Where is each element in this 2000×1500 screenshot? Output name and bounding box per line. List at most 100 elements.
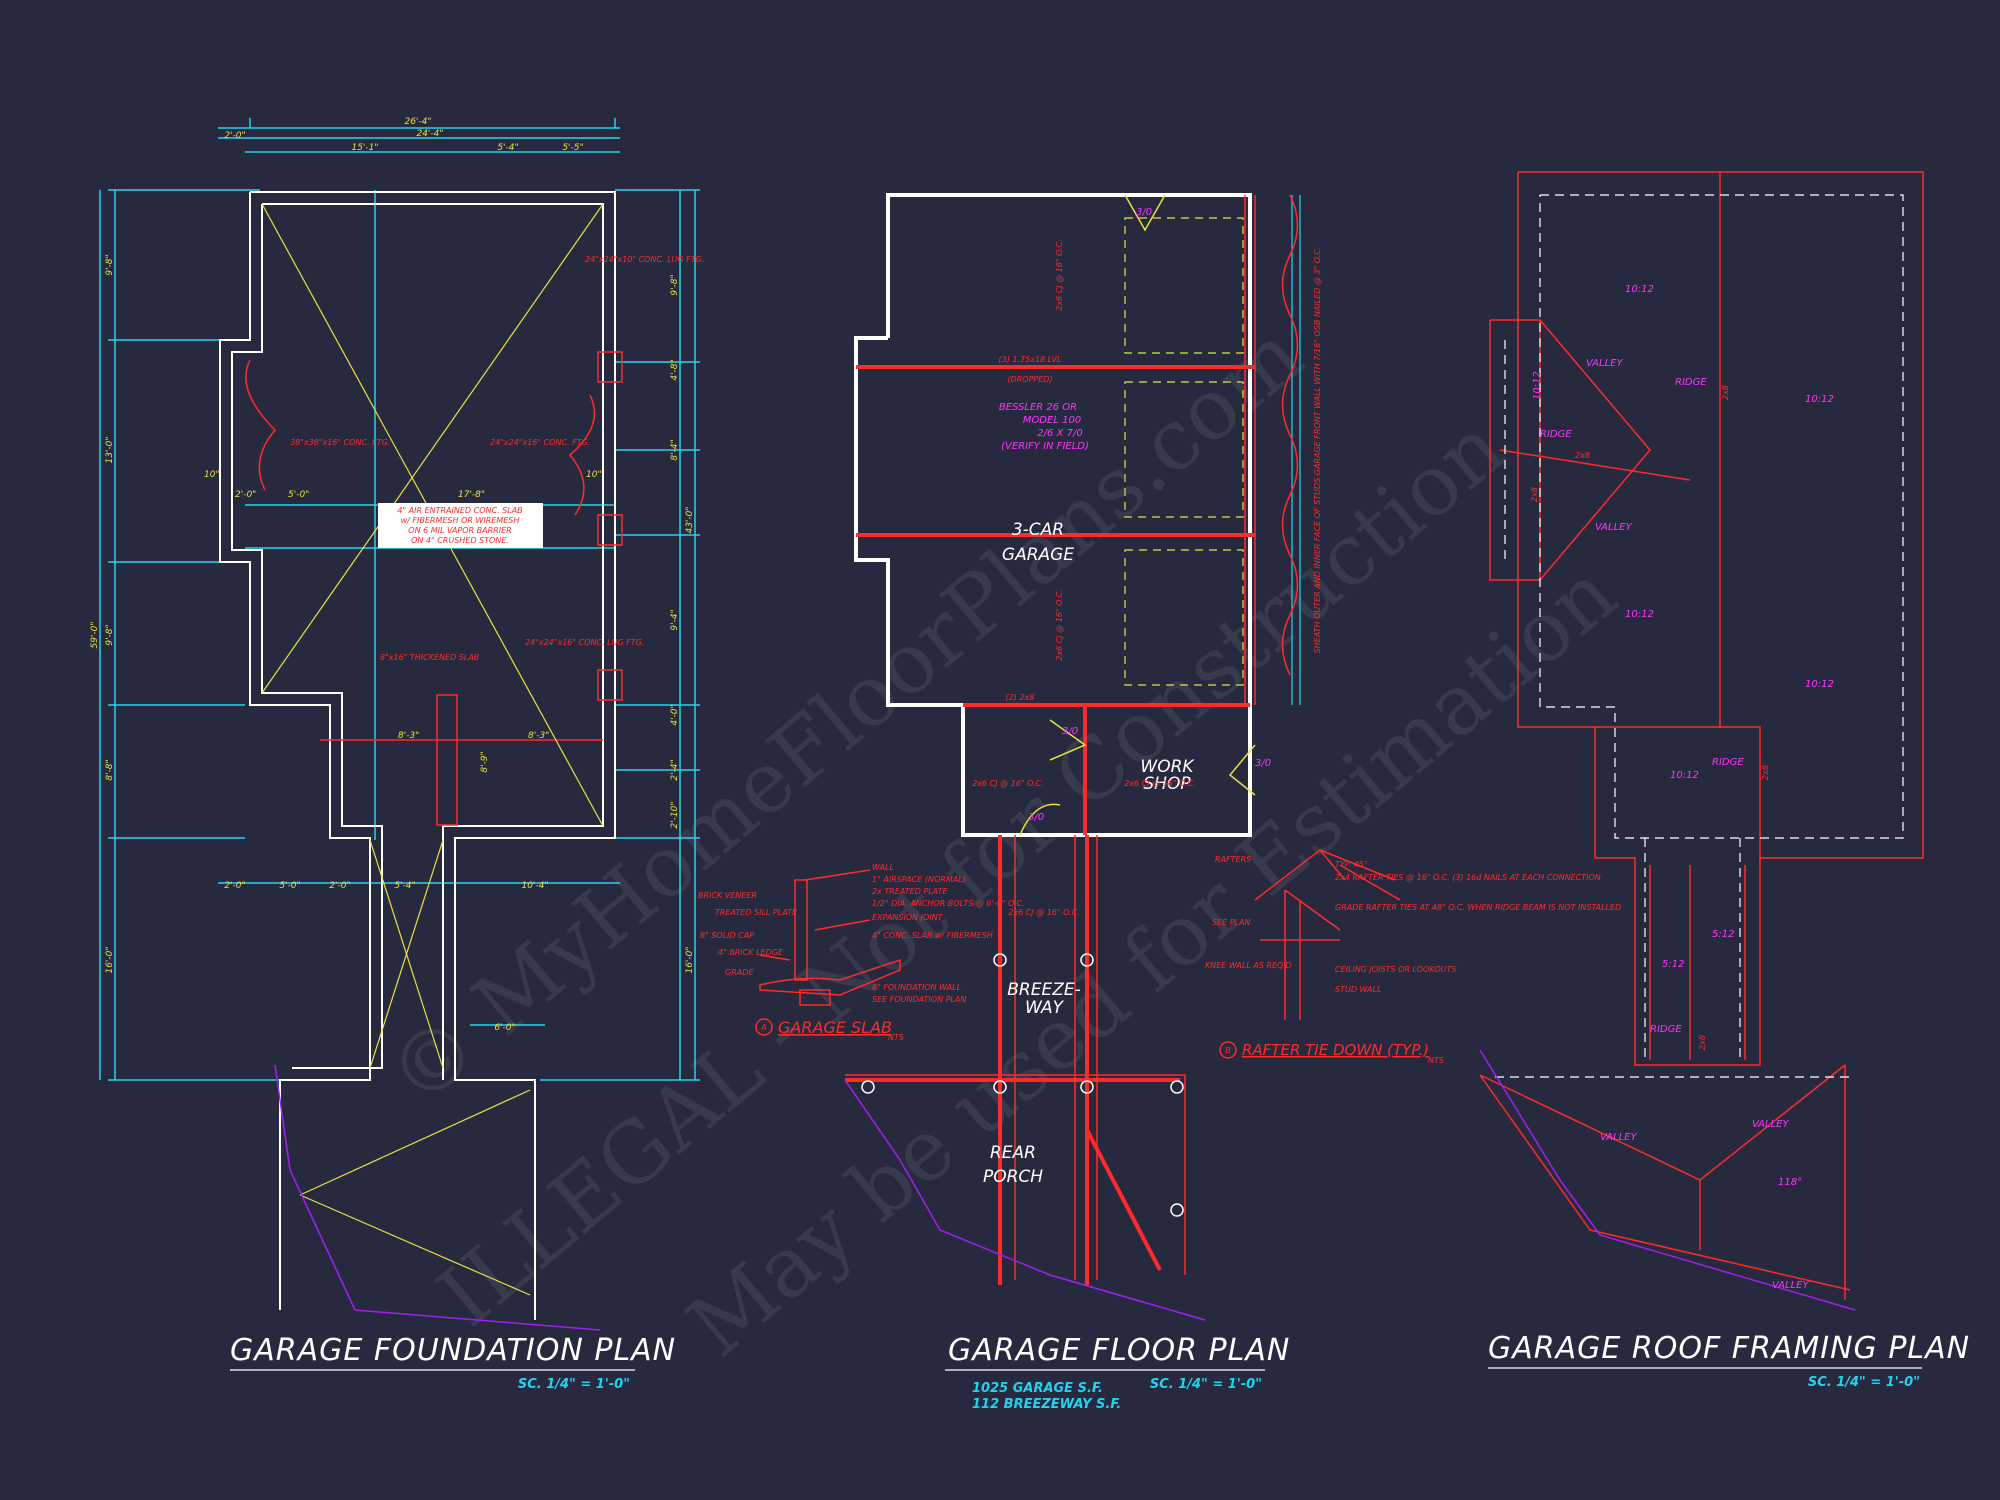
room-porch-line-1: REAR [990, 1143, 1036, 1163]
dim-top-4: 15'-1" [351, 143, 378, 153]
foundation-dims-right: 9'-8" 4'-8" 8'-4" 43'-0" 9'-4" 4'-0" 2'-… [670, 274, 695, 973]
slab-note-1: WALL [872, 863, 894, 872]
dim-right-5: 9'-4" [670, 609, 680, 630]
slab-note-10: BRICK VENEER [698, 891, 757, 900]
dim-left-5: 8'-8" [105, 759, 115, 780]
pitch-7: 5:12 [1662, 959, 1684, 970]
floor-thin-lines [845, 194, 1299, 1280]
slab-detail-scale: NTS [888, 1033, 904, 1042]
dim-bottom-1: 2'-0" [224, 881, 245, 891]
foundation-footings [245, 351, 623, 826]
dim-top-2: 24'-4" [416, 129, 443, 139]
garage-slab-detail: A GARAGE SLAB NTS WALL 1" AIRSPACE (NORM… [698, 863, 1025, 1042]
roof-plan-scale: SC. 1/4" = 1'-0" [1808, 1375, 1920, 1390]
slab-note-line-4: ON 4" CRUSHED STONE. [411, 536, 509, 545]
floor-note-10: 2x6 CJ @ 16" O.C. [972, 779, 1044, 788]
floor-note-6: (VERIFY IN FIELD) [1001, 441, 1089, 452]
dim-misc-1: 10" [204, 470, 220, 480]
ridge-3: RIDGE [1712, 757, 1744, 768]
dim-right-8: 2'-10" [670, 801, 680, 828]
slab-detail-marker: A [760, 1023, 766, 1032]
valley-5: VALLEY [1772, 1280, 1809, 1291]
slab-note-4: 1/2" DIA. ANCHOR BOLTS @ 6'-0" O.C. [872, 899, 1025, 908]
ridge-1: RIDGE [1675, 377, 1707, 388]
floor-doors [1019, 194, 1256, 836]
foundation-plan-scale: SC. 1/4" = 1'-0" [518, 1377, 630, 1392]
dim-left-4: 9'-8" [105, 624, 115, 645]
dim-right-9: 16'-0" [685, 946, 695, 973]
dim-left-2: 13'-0" [105, 436, 115, 463]
slab-note-3: 2x TREATED PLATE [872, 887, 948, 896]
dim-right-4: 43'-0" [685, 506, 695, 533]
floor-area-garage: 1025 GARAGE S.F. [972, 1381, 1103, 1396]
slab-note-line-1: 4" AIR ENTRAINED CONC. SLAB [397, 506, 522, 515]
roof-size-labels: 2x8 2x8 2x8 2x8 2x8 [1530, 385, 1770, 1050]
floor-note-9: (2) 2x8 [1006, 693, 1035, 702]
door-tag-4: 3/0 [1028, 812, 1044, 823]
slab-note-line-2: w/ FIBERMESH OR WIREMESH [401, 516, 520, 525]
size-2: 2x8 [1575, 451, 1590, 460]
floor-note-4: MODEL 100 [1023, 415, 1081, 426]
dim-right-6: 4'-0" [670, 704, 680, 725]
foundation-plan-title: GARAGE FOUNDATION PLAN [230, 1333, 676, 1368]
roof-pitch-labels: 10:12 10:12 10:12 10:12 10:12 10:12 5:12… [1532, 284, 1834, 970]
dim-bottom-5: 10'-4" [521, 881, 548, 891]
room-workshop-line-1: WORK [1140, 757, 1195, 777]
pitch-1: 10:12 [1625, 284, 1654, 295]
foundation-dims-top: 26'-4" 24'-4" 2'-0" 15'-1" 5'-4" 5'-5" [224, 117, 583, 153]
floor-note-8: 2x6 CJ @ 16" O.C. [1055, 589, 1064, 661]
roof-ridge-labels: RIDGE RIDGE RIDGE RIDGE [1540, 377, 1744, 1035]
rafter-detail-marker: B [1225, 1046, 1231, 1055]
pitch-5: 10:12 [1670, 770, 1699, 781]
slab-note: 4" AIR ENTRAINED CONC. SLAB w/ FIBERMESH… [378, 503, 543, 548]
foundation-note-5: 8"x16" THICKENED SLAB [380, 653, 479, 662]
roof-framing-plan: 10:12 10:12 10:12 10:12 10:12 10:12 5:12… [1479, 171, 1969, 1390]
foundation-dims-misc: 10" 2'-0" 5'-0" 17'-8" 10" 8'-3" 8'-3" 8… [204, 470, 602, 773]
dim-bottom-3: 2'-0" [329, 881, 350, 891]
dim-misc-6: 8'-3" [398, 731, 419, 741]
dim-right-1: 9'-8" [670, 274, 680, 295]
pitch-6: 10:12 [1532, 371, 1543, 400]
floor-note-2: (DROPPED) [1007, 375, 1052, 384]
dim-right-7: 2'-4" [670, 759, 680, 780]
dim-misc-5: 10" [586, 470, 602, 480]
rafter-detail-label: RAFTER TIE DOWN (TYP.) [1242, 1041, 1429, 1059]
slab-note-2: 1" AIRSPACE (NORMAL) [872, 875, 966, 884]
dim-top-3: 2'-0" [224, 131, 245, 141]
slab-note-13: 4" BRICK LEDGE [718, 948, 784, 957]
floor-note-12: 2x6 CJ @ 16" O.C. [1008, 908, 1080, 917]
rafter-note-4: GRADE RAFTER TIES AT 48" O.C. WHEN RIDGE… [1335, 903, 1621, 912]
roof-valley-labels: VALLEY VALLEY VALLEY VALLEY VALLEY [1586, 358, 1809, 1291]
floor-door-tags: 3/0 3/0 3/0 3/0 [1028, 207, 1271, 823]
rafter-note-6: KNEE WALL AS REQ'D [1205, 961, 1292, 970]
dim-misc-7: 8'-3" [528, 731, 549, 741]
valley-1: VALLEY [1586, 358, 1623, 369]
size-5: 2x8 [1530, 487, 1539, 502]
dim-misc-3: 5'-0" [288, 490, 309, 500]
valley-4: VALLEY [1752, 1119, 1789, 1130]
dim-bottom-2: 5'-0" [279, 881, 300, 891]
dim-misc-2: 2'-0" [235, 490, 256, 500]
floor-plan-title: GARAGE FLOOR PLAN [948, 1333, 1290, 1368]
door-tag-1: 3/0 [1136, 207, 1152, 218]
floor-columns [861, 953, 1184, 1217]
floor-area-breezeway: 112 BREEZEWAY S.F. [972, 1397, 1121, 1412]
foundation-diagonals [261, 203, 604, 1296]
rafter-detail-scale: NTS [1428, 1056, 1444, 1065]
rafter-note-1: RAFTERS [1215, 855, 1251, 864]
floor-note-13: SHEATH OUTER AND INNER FACE OF STUDS GAR… [1313, 247, 1322, 654]
dim-bottom-4: 5'-4" [394, 881, 415, 891]
pitch-3: 10:12 [1625, 609, 1654, 620]
floor-plan-scale: SC. 1/4" = 1'-0" [1150, 1377, 1262, 1392]
dim-right-3: 8'-4" [670, 439, 680, 460]
foundation-notes: 24"x24"x10" CONC. LUG FTG. 38"x38"x16" C… [290, 255, 704, 662]
floor-plan: 3-CAR GARAGE WORK SHOP BREEZE- WAY REAR … [698, 193, 1621, 1412]
slab-note-7: GRADE [725, 968, 754, 977]
rafter-note-7: CEILING JOISTS OR LOOKOUTS [1335, 965, 1457, 974]
foundation-plan: 4" AIR ENTRAINED CONC. SLAB w/ FIBERMESH… [90, 117, 704, 1392]
foundation-site-line [274, 1064, 601, 1331]
dim-left-6: 16'-0" [105, 946, 115, 973]
room-breezeway-line-1: BREEZE- [1007, 980, 1080, 1000]
room-garage-line-1: 3-CAR [1012, 520, 1064, 540]
foundation-dims-left: 9'-8" 13'-0" 59'-0" 9'-8" 8'-8" 16'-0" [90, 254, 115, 973]
